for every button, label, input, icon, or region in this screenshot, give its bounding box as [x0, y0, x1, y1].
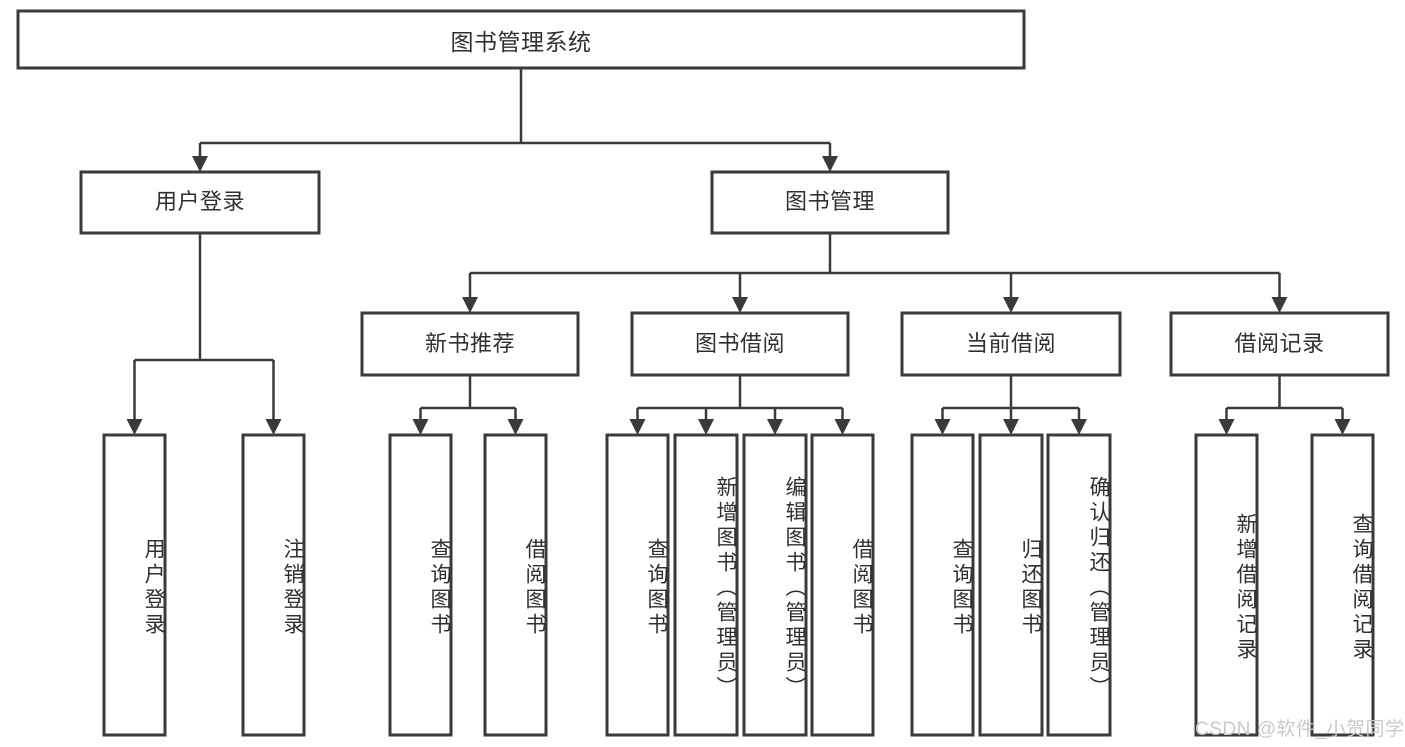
- connector-book-manage-to-new-book-recommend-arrowhead: [462, 297, 478, 313]
- connector-current-borrow-to-leaf-query-book-3-arrowhead: [934, 419, 951, 435]
- connector-book-borrow-to-leaf-query-book-2-arrowhead: [629, 419, 646, 435]
- node-box-book-manage[interactable]: [710, 170, 950, 235]
- node-box-current-borrow[interactable]: [900, 311, 1122, 377]
- node-box-leaf-return-book[interactable]: [978, 433, 1044, 737]
- box-group: [16, 9, 1390, 737]
- connector-user-login-to-leaf-user-login-arrowhead: [126, 419, 143, 435]
- connector-new-book-recommend-to-leaf-borrow-book-1-arrowhead: [507, 419, 524, 435]
- node-box-leaf-edit-book[interactable]: [742, 433, 808, 737]
- node-box-leaf-user-login[interactable]: [102, 433, 167, 737]
- node-box-root[interactable]: [16, 9, 1026, 70]
- connector-user-login-to-leaf-logout-arrowhead: [265, 419, 282, 435]
- connector-book-borrow-to-leaf-borrow-book-2-arrowhead: [834, 419, 851, 435]
- connector-book-manage-to-borrow-record-arrowhead: [1271, 297, 1288, 313]
- connector-new-book-recommend-to-leaf-query-book-1-arrowhead: [412, 419, 429, 435]
- node-box-user-login[interactable]: [79, 170, 321, 235]
- node-box-leaf-borrow-book-2[interactable]: [810, 433, 875, 737]
- connector-borrow-record-to-leaf-query-record-arrowhead: [1334, 419, 1351, 435]
- node-box-leaf-borrow-book-1[interactable]: [483, 433, 548, 737]
- connector-root-to-book-manage-arrowhead: [822, 156, 838, 172]
- node-box-leaf-query-record[interactable]: [1310, 433, 1375, 737]
- connector-book-borrow-to-leaf-edit-book-arrowhead: [767, 419, 783, 435]
- node-box-leaf-logout[interactable]: [241, 433, 306, 737]
- connector-borrow-record-to-leaf-add-record-arrowhead: [1218, 419, 1235, 435]
- connector-root-to-user-login-arrowhead: [192, 156, 208, 172]
- node-box-leaf-query-book-2[interactable]: [605, 433, 670, 737]
- node-box-leaf-query-book-3[interactable]: [910, 433, 975, 737]
- connector-book-manage-to-book-borrow-arrowhead: [732, 297, 748, 313]
- node-box-borrow-record[interactable]: [1169, 311, 1390, 377]
- node-box-leaf-query-book-1[interactable]: [388, 433, 453, 737]
- node-box-leaf-add-record[interactable]: [1194, 433, 1259, 737]
- connector-book-manage-to-current-borrow-arrowhead: [1003, 297, 1019, 313]
- connector-group: [126, 68, 1351, 435]
- connector-book-borrow-to-leaf-add-book-arrowhead: [698, 419, 714, 435]
- connector-current-borrow-to-leaf-return-book-arrowhead: [1003, 419, 1019, 435]
- node-box-new-book-recommend[interactable]: [360, 311, 580, 377]
- node-box-leaf-confirm-return[interactable]: [1046, 433, 1112, 737]
- node-box-leaf-add-book[interactable]: [673, 433, 739, 737]
- node-box-book-borrow[interactable]: [630, 311, 850, 377]
- watermark-text: CSDN @软件_小贺同学: [1195, 719, 1405, 740]
- connector-current-borrow-to-leaf-confirm-return-arrowhead: [1071, 419, 1087, 435]
